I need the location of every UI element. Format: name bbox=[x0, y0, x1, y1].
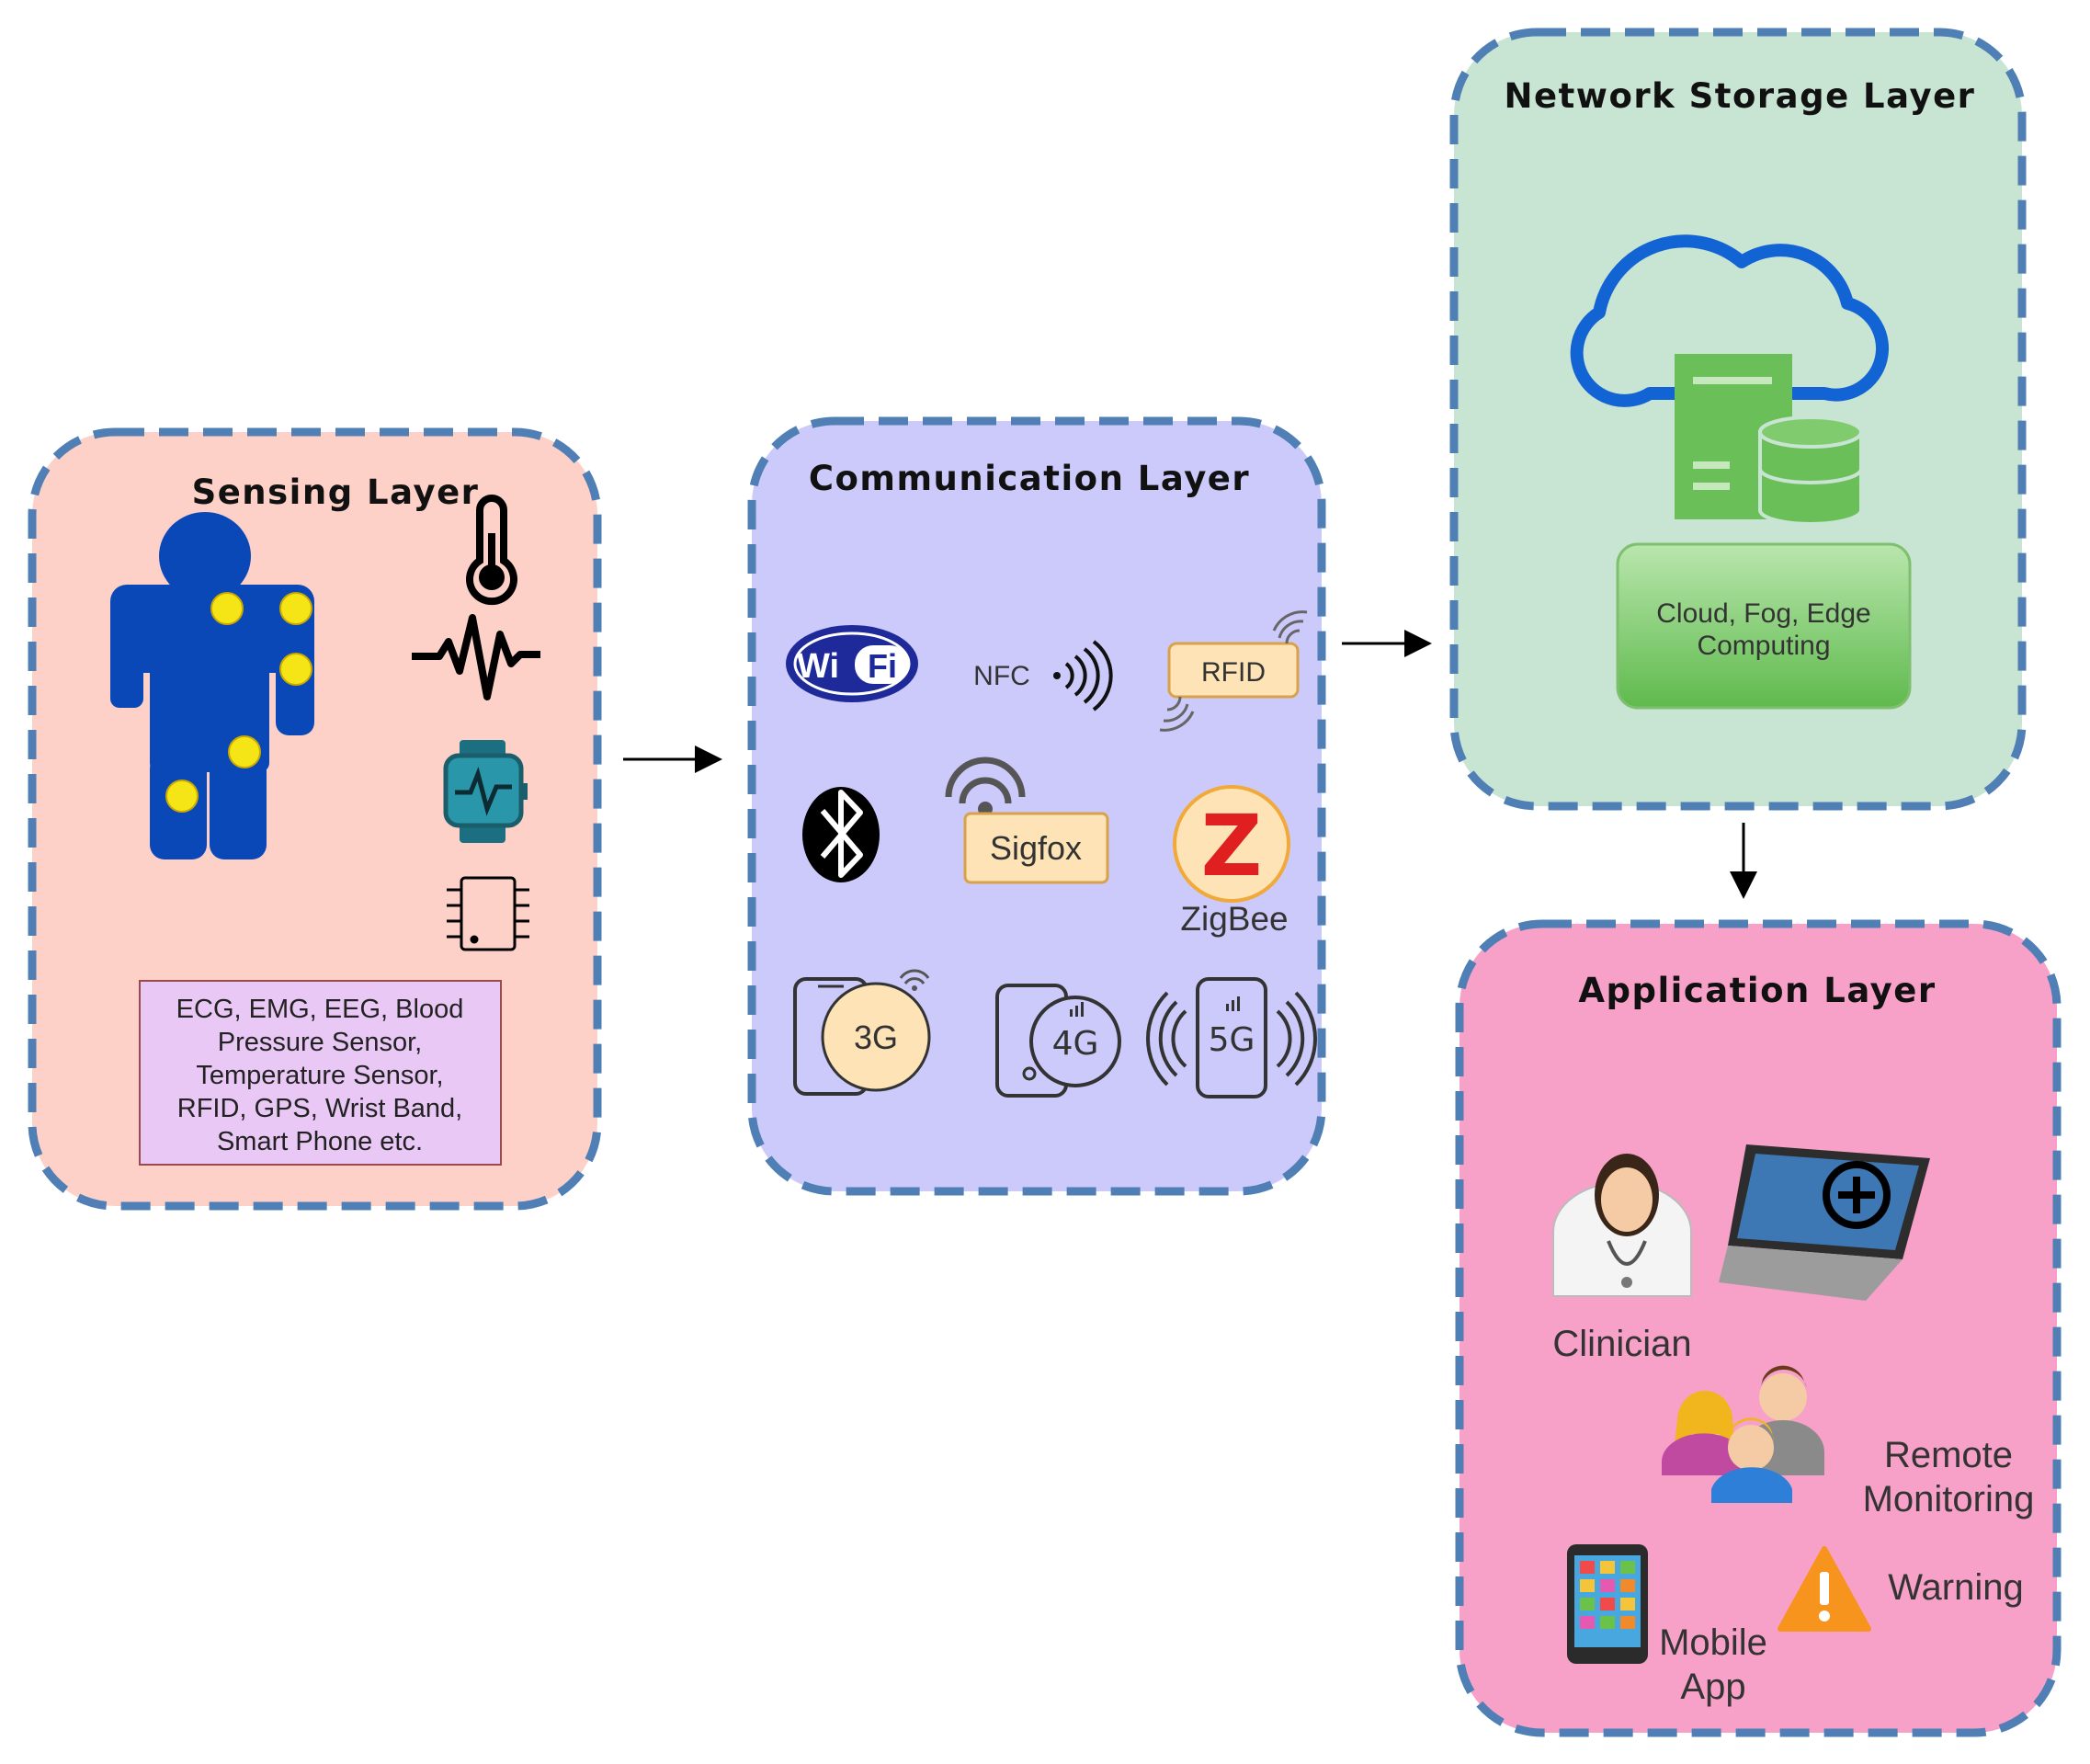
mobile-app-label: Mobile bbox=[1659, 1622, 1767, 1663]
network-storage-layer-title: Network Storage Layer bbox=[1505, 76, 1976, 116]
sensors-line: Smart Phone etc. bbox=[217, 1127, 423, 1156]
sensors-text-box bbox=[139, 980, 502, 1166]
rfid-label: RFID bbox=[1201, 657, 1266, 688]
chip-icon bbox=[447, 876, 529, 951]
sensors-list: ECG, EMG, EEG, Blood Pressure Sensor, Te… bbox=[176, 995, 464, 1156]
warning-label: Warning bbox=[1888, 1567, 2023, 1608]
sensors-line: RFID, GPS, Wrist Band, bbox=[177, 1094, 462, 1123]
bluetooth-icon bbox=[802, 787, 880, 882]
mobile-app-icon: Mobile App bbox=[1567, 1544, 1767, 1707]
sensor-dot bbox=[165, 780, 199, 813]
3g-phone-icon: 3G bbox=[793, 969, 931, 1096]
application-layer-title: Application Layer bbox=[1578, 971, 1936, 1010]
zigbee-letter: Z bbox=[1201, 797, 1263, 895]
sensing-layer-title: Sensing Layer bbox=[192, 472, 480, 512]
computing-box bbox=[1616, 542, 1912, 710]
5g-phone-icon: 5G bbox=[1145, 977, 1318, 1098]
sensors-line: ECG, EMG, EEG, Blood bbox=[176, 995, 464, 1024]
clinician-icon: Clinician bbox=[1552, 1154, 1692, 1364]
nfc-label: NFC bbox=[973, 661, 1030, 691]
wifi-icon: Wi Fi bbox=[786, 625, 918, 702]
sensors-line: Pressure Sensor, bbox=[218, 1028, 422, 1057]
4g-label: 4G bbox=[1052, 1025, 1099, 1063]
sensor-dot bbox=[228, 735, 261, 768]
computing-label: Cloud, Fog, Edge bbox=[1656, 598, 1870, 629]
application-layer-box bbox=[1455, 919, 2062, 1737]
sensor-dot bbox=[279, 653, 312, 686]
heartbeat-icon bbox=[412, 614, 540, 700]
sigfox-label: Sigfox bbox=[990, 829, 1082, 867]
sigfox-icon: Sigfox bbox=[945, 757, 1109, 884]
mobile-app-label: App bbox=[1680, 1667, 1745, 1707]
sensing-layer: Sensing Layer bbox=[28, 427, 602, 1211]
laptop-medical-icon bbox=[1719, 1144, 1930, 1301]
wifi-label-right: Fi bbox=[868, 647, 897, 685]
computing-label: Computing bbox=[1697, 631, 1830, 661]
nfc-icon: NFC bbox=[973, 640, 1113, 711]
smartwatch-icon bbox=[443, 740, 528, 843]
communication-layer-title: Communication Layer bbox=[809, 459, 1250, 498]
database-icon bbox=[1758, 415, 1863, 526]
sensor-dots bbox=[165, 592, 312, 813]
sensors-line: Temperature Sensor, bbox=[196, 1061, 443, 1090]
people-group-icon: Remote Monitoring bbox=[1662, 1365, 2035, 1519]
application-layer: Application Layer Clinician bbox=[1455, 919, 2062, 1737]
rfid-icon: RFID bbox=[1159, 610, 1308, 732]
5g-label: 5G bbox=[1209, 1021, 1255, 1059]
warning-icon: Warning bbox=[1778, 1546, 2024, 1632]
sensor-dot bbox=[279, 592, 312, 625]
4g-phone-icon: 4G bbox=[995, 984, 1121, 1098]
thermometer-icon bbox=[466, 495, 517, 606]
3g-label: 3G bbox=[854, 1019, 898, 1056]
network-storage-layer: Network Storage Layer Cloud, Fog, Edge C… bbox=[1449, 28, 2027, 811]
communication-layer: Communication Layer Wi Fi NFC RFID bbox=[747, 416, 1326, 1196]
sensor-dot bbox=[210, 592, 244, 625]
remote-monitoring-label: Monitoring bbox=[1863, 1479, 2035, 1519]
zigbee-label: ZigBee bbox=[1180, 900, 1288, 938]
app-tiles bbox=[1580, 1561, 1635, 1629]
zigbee-icon: Z ZigBee bbox=[1173, 785, 1290, 938]
clinician-label: Clinician bbox=[1552, 1324, 1691, 1364]
wifi-label-left: Wi bbox=[797, 647, 839, 686]
remote-monitoring-label: Remote bbox=[1884, 1435, 2013, 1475]
cloud-icon bbox=[1570, 234, 1890, 407]
